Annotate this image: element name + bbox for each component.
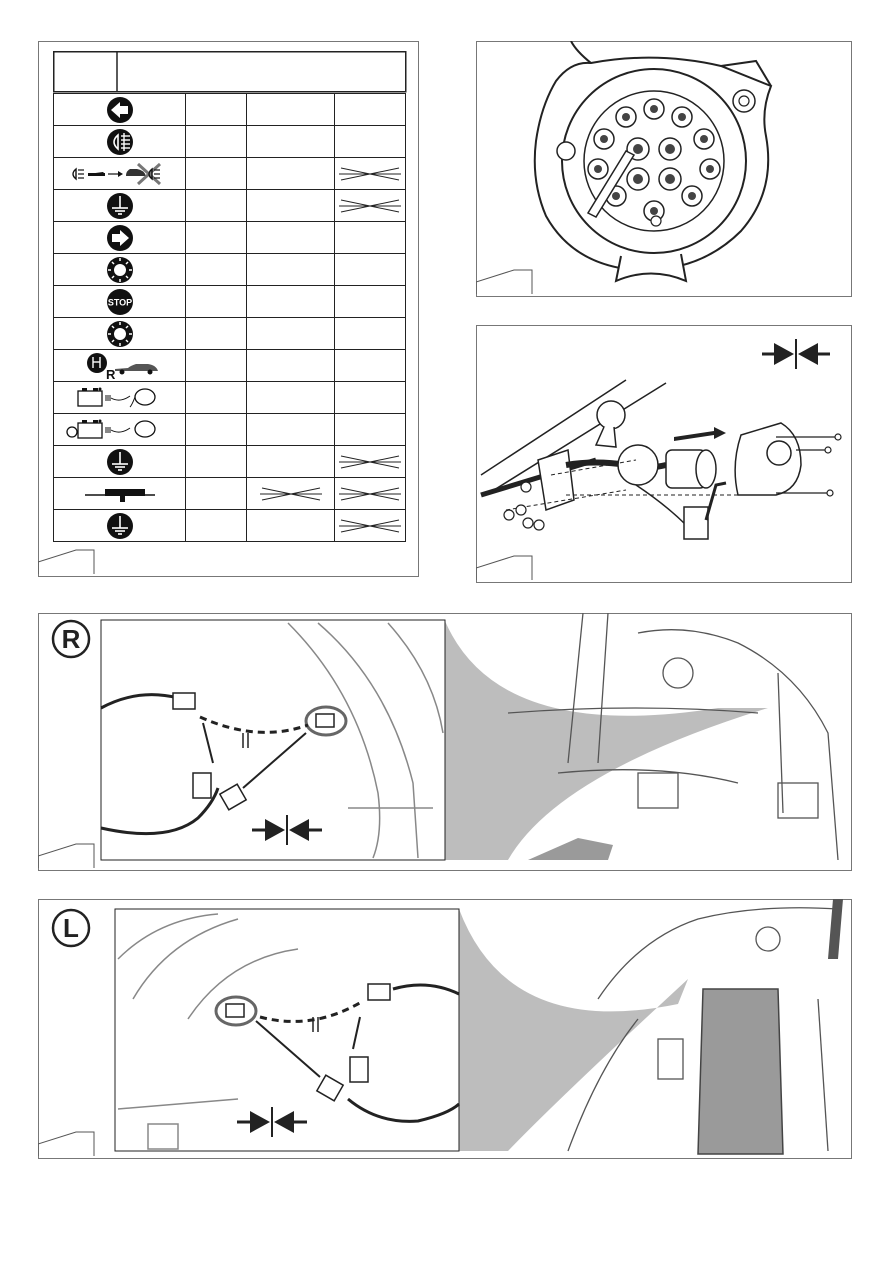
table-cell: [185, 125, 247, 158]
table-cell: [185, 413, 247, 446]
table-row: [53, 413, 406, 446]
ground-icon: [53, 189, 186, 222]
page-corner-fold: [38, 1131, 95, 1156]
table-row: [53, 509, 406, 542]
table-cell: [246, 285, 335, 318]
trailer-detection-icon: [53, 477, 186, 510]
table-row: [53, 93, 406, 126]
table-cell: [185, 349, 247, 382]
table-cell: [246, 125, 335, 158]
svg-text:R: R: [106, 367, 116, 381]
table-cell: [185, 317, 247, 350]
socket-front-drawing: [533, 41, 773, 283]
table-cell: [185, 93, 247, 126]
table-cell: [185, 477, 247, 510]
table-cell: [334, 221, 406, 254]
rear-fog-light-icon: [53, 125, 186, 158]
table-cell: [334, 317, 406, 350]
table-cell: [246, 413, 335, 446]
left-turn-signal-icon: [53, 93, 186, 126]
table-row: [53, 445, 406, 478]
table-cell: [246, 381, 335, 414]
parking-light-icon: [53, 253, 186, 286]
table-cell: [246, 317, 335, 350]
table-cell: [334, 125, 406, 158]
battery-ignition-plus-icon: [53, 413, 186, 446]
table-cell: [185, 509, 247, 542]
table-cell: [334, 253, 406, 286]
table-cell: [185, 253, 247, 286]
table-cell: [334, 381, 406, 414]
table-cell: [246, 157, 335, 190]
page-corner-fold: [476, 269, 533, 294]
table-row: [53, 157, 406, 190]
table-cell: [246, 221, 335, 254]
side-label-l: L: [63, 913, 79, 943]
svg-text:STOP: STOP: [107, 297, 131, 307]
table-cell: [246, 349, 335, 382]
not-used-cross-icon: [334, 477, 406, 510]
ground-icon: [53, 509, 186, 542]
table-row: [53, 125, 406, 158]
table-cell: [246, 93, 335, 126]
right-side-drawing: R: [51, 613, 839, 861]
reverse-light-icon: R: [53, 349, 186, 382]
table-cell: [185, 157, 247, 190]
not-used-cross-icon: [334, 157, 406, 190]
table-row: [53, 477, 406, 510]
not-used-cross-icon: [334, 445, 406, 478]
table-cell: [185, 221, 247, 254]
not-used-cross-icon: [334, 189, 406, 222]
table-row: [53, 253, 406, 286]
socket-assembly-drawing: [480, 339, 842, 540]
table-row: [53, 189, 406, 222]
pin-assignment-table: STOP R: [53, 93, 406, 542]
table-row: STOP: [53, 285, 406, 318]
table-cell: [185, 189, 247, 222]
page-corner-fold: [38, 843, 95, 868]
right-turn-signal-icon: [53, 221, 186, 254]
table-row: R: [53, 349, 406, 382]
table-row: [53, 381, 406, 414]
table-cell: [246, 509, 335, 542]
table-cell: [185, 381, 247, 414]
ground-icon: [53, 445, 186, 478]
not-used-cross-icon: [246, 477, 335, 510]
stop-light-icon: STOP: [53, 285, 186, 318]
table-cell: [185, 285, 247, 318]
tighten-torque-icon: [762, 339, 830, 369]
table-cell: [334, 413, 406, 446]
table-row: [53, 221, 406, 254]
page-corner-fold: [38, 549, 95, 574]
side-label-r: R: [62, 624, 81, 654]
fog-light-cutoff-icon: [53, 157, 186, 190]
table-cell: [185, 445, 247, 478]
battery-permanent-plus-icon: [53, 381, 186, 414]
left-side-drawing: L: [51, 899, 843, 1155]
table-row: [53, 317, 406, 350]
table-header: [53, 51, 407, 93]
parking-light-icon: [53, 317, 186, 350]
table-cell: [334, 285, 406, 318]
not-used-cross-icon: [334, 509, 406, 542]
table-cell: [246, 445, 335, 478]
table-cell: [246, 189, 335, 222]
table-cell: [334, 349, 406, 382]
table-cell: [246, 253, 335, 286]
page-corner-fold: [476, 555, 533, 580]
table-cell: [334, 93, 406, 126]
